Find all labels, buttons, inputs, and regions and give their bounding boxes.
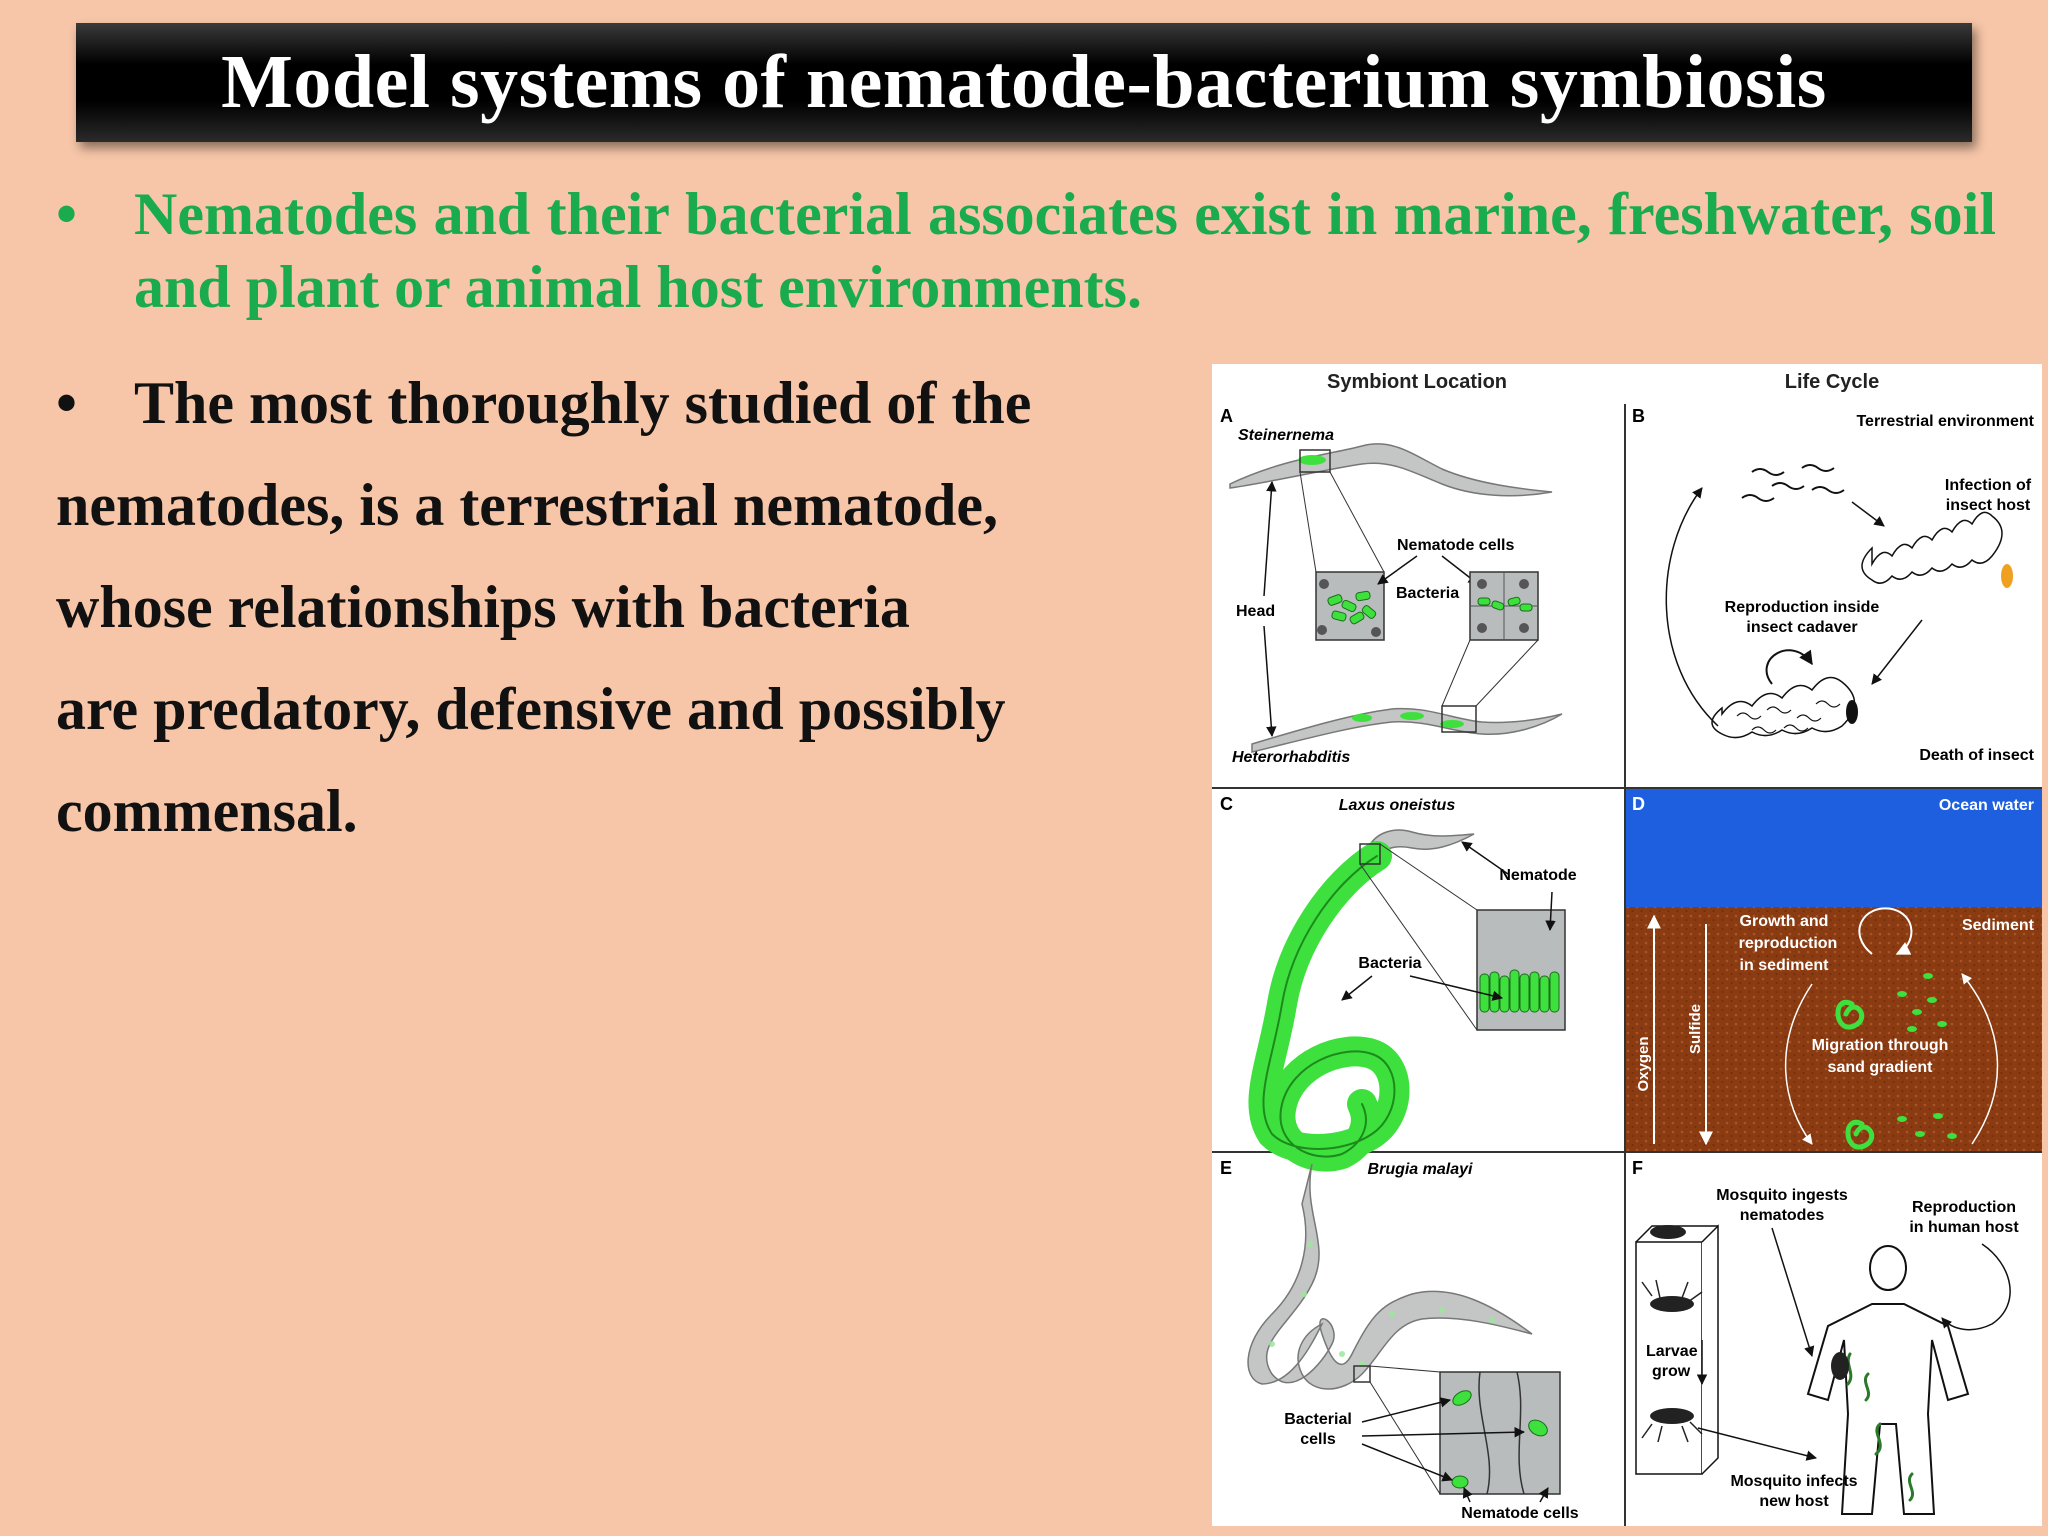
bullet-terrestrial-line-4: are predatory, defensive and possibly	[56, 676, 1006, 742]
laxus-migrating	[1835, 999, 1875, 1150]
slide-title: Model systems of nematode-bacterium symb…	[221, 40, 1827, 124]
steinernema-worm	[1229, 443, 1553, 497]
bullet-mark: •	[56, 370, 78, 436]
label-reproduction-human-2: in human host	[1909, 1219, 2019, 1236]
header-symbiont-location: Symbiont Location	[1327, 371, 1507, 393]
brugia-worm	[1247, 1163, 1533, 1390]
panel-d: D Ocean water Sediment Growth and reprod…	[1626, 789, 2042, 1151]
bullet-terrestrial-line-2: nematodes, is a terrestrial nematode,	[56, 472, 999, 538]
label-head: Head	[1236, 603, 1275, 620]
label-terrestrial-environment: Terrestrial environment	[1856, 413, 2034, 430]
label-sediment: Sediment	[1962, 917, 2035, 934]
steinernema-zoom-box	[1299, 449, 1331, 473]
label-growth-2: reproduction	[1739, 935, 1838, 952]
steinernema-bacteria-spot	[1298, 455, 1326, 465]
laxus-head	[1366, 829, 1475, 866]
label-bacteria-c: Bacteria	[1358, 955, 1421, 972]
laxus-bacteria-layer	[1479, 969, 1560, 1013]
ocean-water	[1626, 789, 2042, 907]
label-nematode-cells: Nematode cells	[1397, 537, 1514, 554]
label-ocean-water: Ocean water	[1939, 797, 2034, 814]
label-death-of-insect: Death of insect	[1919, 747, 2034, 764]
insect-cadaver	[1711, 676, 1856, 739]
label-laxus-oneistus: Laxus oneistus	[1339, 797, 1456, 814]
panel-f-letter: F	[1632, 1158, 1643, 1178]
header-life-cycle: Life Cycle	[1785, 371, 1879, 393]
label-nematode-cells-e: Nematode cells	[1461, 1505, 1578, 1522]
bullet-environments-text: Nematodes and their bacterial associates…	[134, 181, 1996, 320]
label-growth-3: in sediment	[1740, 957, 1830, 974]
label-infection-1: Infection of	[1945, 477, 2032, 494]
bullet-terrestrial-line-5: commensal.	[56, 778, 358, 844]
mosquito-icon	[1641, 1225, 1703, 1443]
panel-e-letter: E	[1220, 1158, 1232, 1178]
label-bacterial-2: cells	[1300, 1431, 1336, 1448]
title-bar: Model systems of nematode-bacterium symb…	[76, 23, 1972, 142]
infective-juveniles	[1741, 464, 1845, 502]
label-larvae-2: grow	[1652, 1363, 1691, 1380]
label-brugia-malayi: Brugia malayi	[1368, 1161, 1473, 1178]
label-reproduction-1: Reproduction inside	[1725, 599, 1880, 616]
bullet-terrestrial-line-1: •The most thoroughly studied of the	[56, 352, 1186, 454]
label-steinernema: Steinernema	[1238, 427, 1334, 444]
panel-b: B Terrestrial environment Infection of i…	[1632, 406, 2035, 764]
label-growth-1: Growth and	[1740, 913, 1829, 930]
zoom-line	[1329, 471, 1385, 573]
zoom-line	[1299, 471, 1317, 573]
symbiosis-figure-svg: Symbiont Location Life Cycle A Steinerne…	[1212, 371, 2042, 1526]
label-heterorhabditis: Heterorhabditis	[1232, 749, 1350, 766]
bullet-terrestrial: •The most thoroughly studied of the nema…	[56, 352, 1186, 862]
panel-c: C Laxus oneistus Nematode Bacteria	[1220, 794, 1577, 1172]
wolbachia-cells	[1451, 1390, 1548, 1489]
panel-a-letter: A	[1220, 406, 1233, 426]
symbiosis-figure: Symbiont Location Life Cycle A Steinerne…	[1212, 364, 2042, 1526]
panel-b-letter: B	[1632, 406, 1645, 426]
laxus-inset	[1476, 909, 1566, 1031]
label-migration-1: Migration through	[1812, 1037, 1949, 1054]
label-larvae-1: Larvae	[1646, 1343, 1698, 1360]
panel-f: F Mosquito ingests nematodes Reproductio…	[1632, 1158, 2019, 1515]
sediment	[1626, 907, 2042, 1151]
label-ingests-1: Mosquito ingests	[1716, 1187, 1848, 1204]
label-infection-2: insect host	[1946, 497, 2031, 514]
label-reproduction-human-1: Reproduction	[1912, 1199, 2016, 1216]
human-figure	[1806, 1245, 1970, 1515]
label-bacteria: Bacteria	[1396, 585, 1459, 602]
filarial-worms	[1846, 1352, 1915, 1502]
bullet-mark: •	[56, 181, 78, 247]
label-migration-2: sand gradient	[1828, 1059, 1934, 1076]
insect-larva	[1861, 511, 2003, 584]
label-infects-1: Mosquito infects	[1730, 1473, 1857, 1490]
panel-d-letter: D	[1632, 794, 1645, 814]
panel-c-letter: C	[1220, 794, 1233, 814]
label-reproduction-2: insect cadaver	[1746, 619, 1857, 636]
label-sulfide: Sulfide	[1687, 1004, 1704, 1054]
label-infects-2: new host	[1759, 1493, 1829, 1510]
panel-e: E Brugia malayi Bacterial cells Nematode…	[1220, 1158, 1579, 1522]
label-nematode: Nematode	[1499, 867, 1576, 884]
bullet-environments: • Nematodes and their bacterial associat…	[56, 178, 1996, 324]
panel-a: A Steinernema Head Nematode cells Bacter…	[1220, 406, 1563, 766]
bullet-terrestrial-line-3: whose relationships with bacteria	[56, 574, 910, 640]
label-bacterial-1: Bacterial	[1284, 1411, 1352, 1428]
label-ingests-2: nematodes	[1740, 1207, 1825, 1224]
label-oxygen: Oxygen	[1635, 1036, 1652, 1091]
